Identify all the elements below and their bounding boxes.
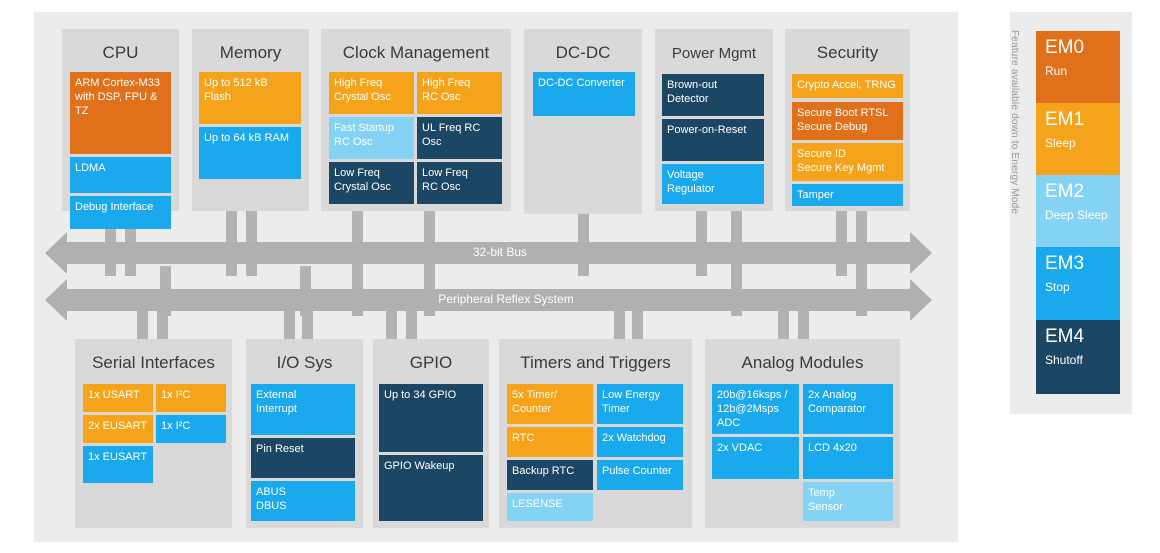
temp-sensor-block: Temp Sensor <box>803 482 893 521</box>
security-card: Security Crypto Accel, TRNG Secure Boot … <box>785 29 910 211</box>
bus-32bit-arrow <box>45 232 932 274</box>
pulse-counter-block: Pulse Counter <box>597 460 683 490</box>
cpu-title: CPU <box>102 43 139 62</box>
em3-name: EM3 <box>1045 253 1085 274</box>
flash-block: Up to 512 kB Flash <box>199 72 301 124</box>
brownout-block: Brown-out Detector <box>662 74 764 116</box>
eusart-2x-block: 2x EUSART <box>83 415 153 443</box>
em0-block: EM0 Run <box>1036 31 1120 103</box>
gpio-wakeup-block: GPIO Wakeup <box>379 455 483 521</box>
voltage-regulator-block: Voltage Regulator <box>662 164 764 204</box>
hf-rc-block: High Freq RC Osc <box>417 72 502 114</box>
em4-block: EM4 Shutoff <box>1036 320 1120 394</box>
serial-title: Serial Interfaces <box>92 353 215 372</box>
em4-sub: Shutoff <box>1045 353 1083 367</box>
clock-title: Clock Management <box>342 43 490 62</box>
usart-block: 1x USART <box>83 384 153 412</box>
prs-label: Peripheral Reflex System <box>438 292 574 306</box>
em3-sub: Stop <box>1045 280 1070 294</box>
em2-sub: Deep Sleep <box>1045 208 1108 222</box>
gpio-title: GPIO <box>409 353 453 372</box>
memory-card: Memory Up to 512 kB Flash Up to 64 kB RA… <box>192 29 309 211</box>
i2c-block-2: 1x I²C <box>156 415 226 443</box>
em0-sub: Run <box>1045 64 1068 78</box>
secure-id-block: Secure ID Secure Key Mgmt <box>792 143 903 181</box>
analog-comparator-block: 2x Analog Comparator <box>803 384 893 434</box>
prs-arrow <box>45 279 932 321</box>
io-title: I/O Sys <box>276 353 333 372</box>
lesense-block: LESENSE <box>507 493 593 521</box>
vdac-block: 2x VDAC <box>712 437 799 479</box>
ul-freq-rc-block: UL Freq RC Osc <box>417 117 502 159</box>
em2-name: EM2 <box>1045 181 1085 202</box>
backup-rtc-block: Backup RTC <box>507 460 593 490</box>
analog-card: Analog Modules 20b@16ksps / 12b@2Msps AD… <box>705 339 900 528</box>
em0-name: EM0 <box>1045 37 1085 58</box>
timers-card: Timers and Triggers 5x Timer/ Counter Lo… <box>499 339 692 528</box>
em4-name: EM4 <box>1045 326 1085 347</box>
timers-title: Timers and Triggers <box>520 353 671 372</box>
adc-block: 20b@16ksps / 12b@2Msps ADC <box>712 384 799 434</box>
clock-card: Clock Management High Freq Crystal Osc H… <box>321 29 511 211</box>
power-on-reset-block: Power-on-Reset <box>662 119 764 161</box>
em1-sub: Sleep <box>1045 136 1076 150</box>
em2-block: EM2 Deep Sleep <box>1036 175 1120 247</box>
lcd-block: LCD 4x20 <box>803 437 893 479</box>
pin-reset-block: Pin Reset <box>251 438 355 478</box>
dcdc-card: DC-DC DC-DC Converter <box>524 29 642 214</box>
i2c-block-1: 1x I²C <box>156 384 226 412</box>
lf-crystal-block: Low Freq Crystal Osc <box>329 162 414 204</box>
bus-label: 32-bit Bus <box>472 245 528 259</box>
eusart-1x-block: 1x EUSART <box>83 446 153 483</box>
lf-rc-block: Low Freq RC Osc <box>417 162 502 204</box>
abus-dbus-block: ABUS DBUS <box>251 481 355 521</box>
em3-block: EM3 Stop <box>1036 247 1120 320</box>
gpio-count-block: Up to 34 GPIO <box>379 384 483 452</box>
le-timer-block: Low Energy Timer <box>597 384 683 424</box>
power-title: Power Mgmt <box>671 45 757 62</box>
tamper-block: Tamper <box>792 184 903 206</box>
ram-block: Up to 64 kB RAM <box>199 127 301 179</box>
cpu-core-block: ARM Cortex-M33 with DSP, FPU & TZ <box>70 72 171 154</box>
fast-startup-rc-block: Fast Startup RC Osc <box>329 117 414 159</box>
em1-block: EM1 Sleep <box>1036 103 1120 175</box>
timer-counter-block: 5x Timer/ Counter <box>507 384 593 424</box>
secure-boot-block: Secure Boot RTSL Secure Debug <box>792 102 903 140</box>
watchdog-block: 2x Watchdog <box>597 427 683 457</box>
analog-title: Analog Modules <box>741 353 864 372</box>
hf-crystal-block: High Freq Crystal Osc <box>329 72 414 114</box>
security-title: Security <box>816 43 879 62</box>
memory-title: Memory <box>219 43 282 62</box>
em1-name: EM1 <box>1045 109 1085 130</box>
gpio-card: GPIO Up to 34 GPIO GPIO Wakeup <box>373 339 489 528</box>
crypto-block: Crypto Accel, TRNG <box>792 74 903 98</box>
dcdc-title: DC-DC <box>555 43 611 62</box>
power-card: Power Mgmt Brown-out Detector Power-on-R… <box>655 29 773 211</box>
dcdc-converter-block: DC-DC Converter <box>533 72 635 116</box>
debug-interface-block: Debug Interface <box>70 196 171 229</box>
io-card: I/O Sys External Interrupt Pin Reset ABU… <box>246 339 363 528</box>
ldma-block: LDMA <box>70 157 171 193</box>
external-interrupt-block: External Interrupt <box>251 384 355 435</box>
rtc-block: RTC <box>507 427 593 457</box>
serial-card: Serial Interfaces 1x USART 1x I²C 2x EUS… <box>75 339 232 528</box>
cpu-card: CPU ARM Cortex-M33 with DSP, FPU & TZ LD… <box>62 29 179 229</box>
